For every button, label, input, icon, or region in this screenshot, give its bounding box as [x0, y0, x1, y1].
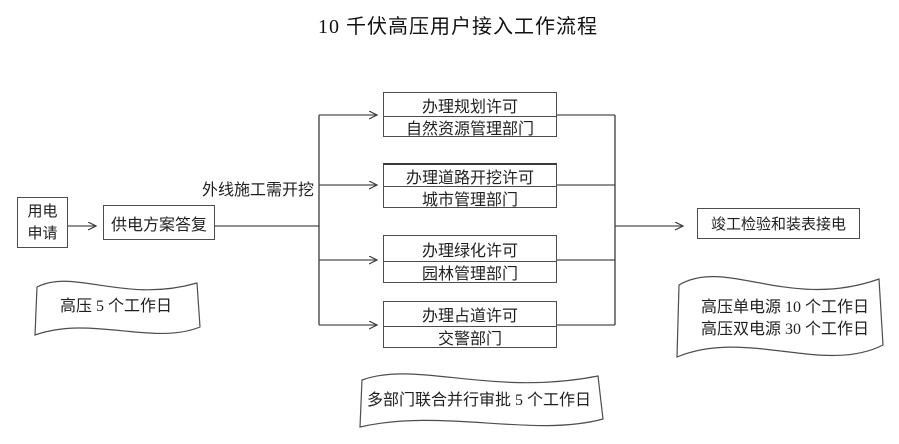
permit-title: 办理规划许可: [421, 98, 518, 116]
permit-department: 自然资源管理部门: [384, 116, 556, 138]
node-planning-permit: 办理规划许可 自然资源管理部门: [383, 92, 557, 138]
node-road-excavation-permit: 办理道路开挖许可 城市管理部门: [383, 163, 557, 209]
node-completion-inspection: 竣工检验和装表接电: [697, 208, 860, 239]
permit-title: 办理占道许可: [421, 308, 518, 325]
node-power-application-line1: 用电: [27, 203, 58, 220]
permit-title: 办理道路开挖许可: [405, 169, 534, 187]
permit-department: 交警部门: [384, 326, 556, 348]
banner-left-text: 高压 5 个工作日: [59, 298, 172, 315]
banner-right-text: 高压单电源 10 个工作日 高压双电源 30 个工作日: [685, 297, 885, 341]
permit-department: 城市管理部门: [384, 186, 556, 209]
page-title: 10 千伏高压用户接入工作流程: [318, 16, 598, 38]
banner-right-line1: 高压单电源 10 个工作日: [700, 299, 869, 316]
node-road-occupation-permit: 办理占道许可 交警部门: [383, 301, 557, 348]
node-power-application: 用电 申请: [17, 197, 68, 248]
banner-bottom-text: 多部门联合并行审批 5 个工作日: [366, 392, 591, 409]
node-greening-permit: 办理绿化许可 园林管理部门: [383, 235, 557, 283]
banner-bottom-shape: [359, 373, 604, 428]
banner-right-shape: [676, 276, 884, 358]
banner-right-line2: 高压双电源 30 个工作日: [700, 321, 869, 338]
node-power-application-line2: 申请: [27, 225, 58, 242]
edge-label-external-digging: 外线施工需开挖: [201, 182, 314, 199]
node-supply-plan-reply: 供电方案答复: [103, 205, 215, 240]
permit-department: 园林管理部门: [384, 261, 556, 283]
banner-left-shape: [34, 280, 201, 336]
permit-title: 办理绿化许可: [421, 242, 518, 260]
